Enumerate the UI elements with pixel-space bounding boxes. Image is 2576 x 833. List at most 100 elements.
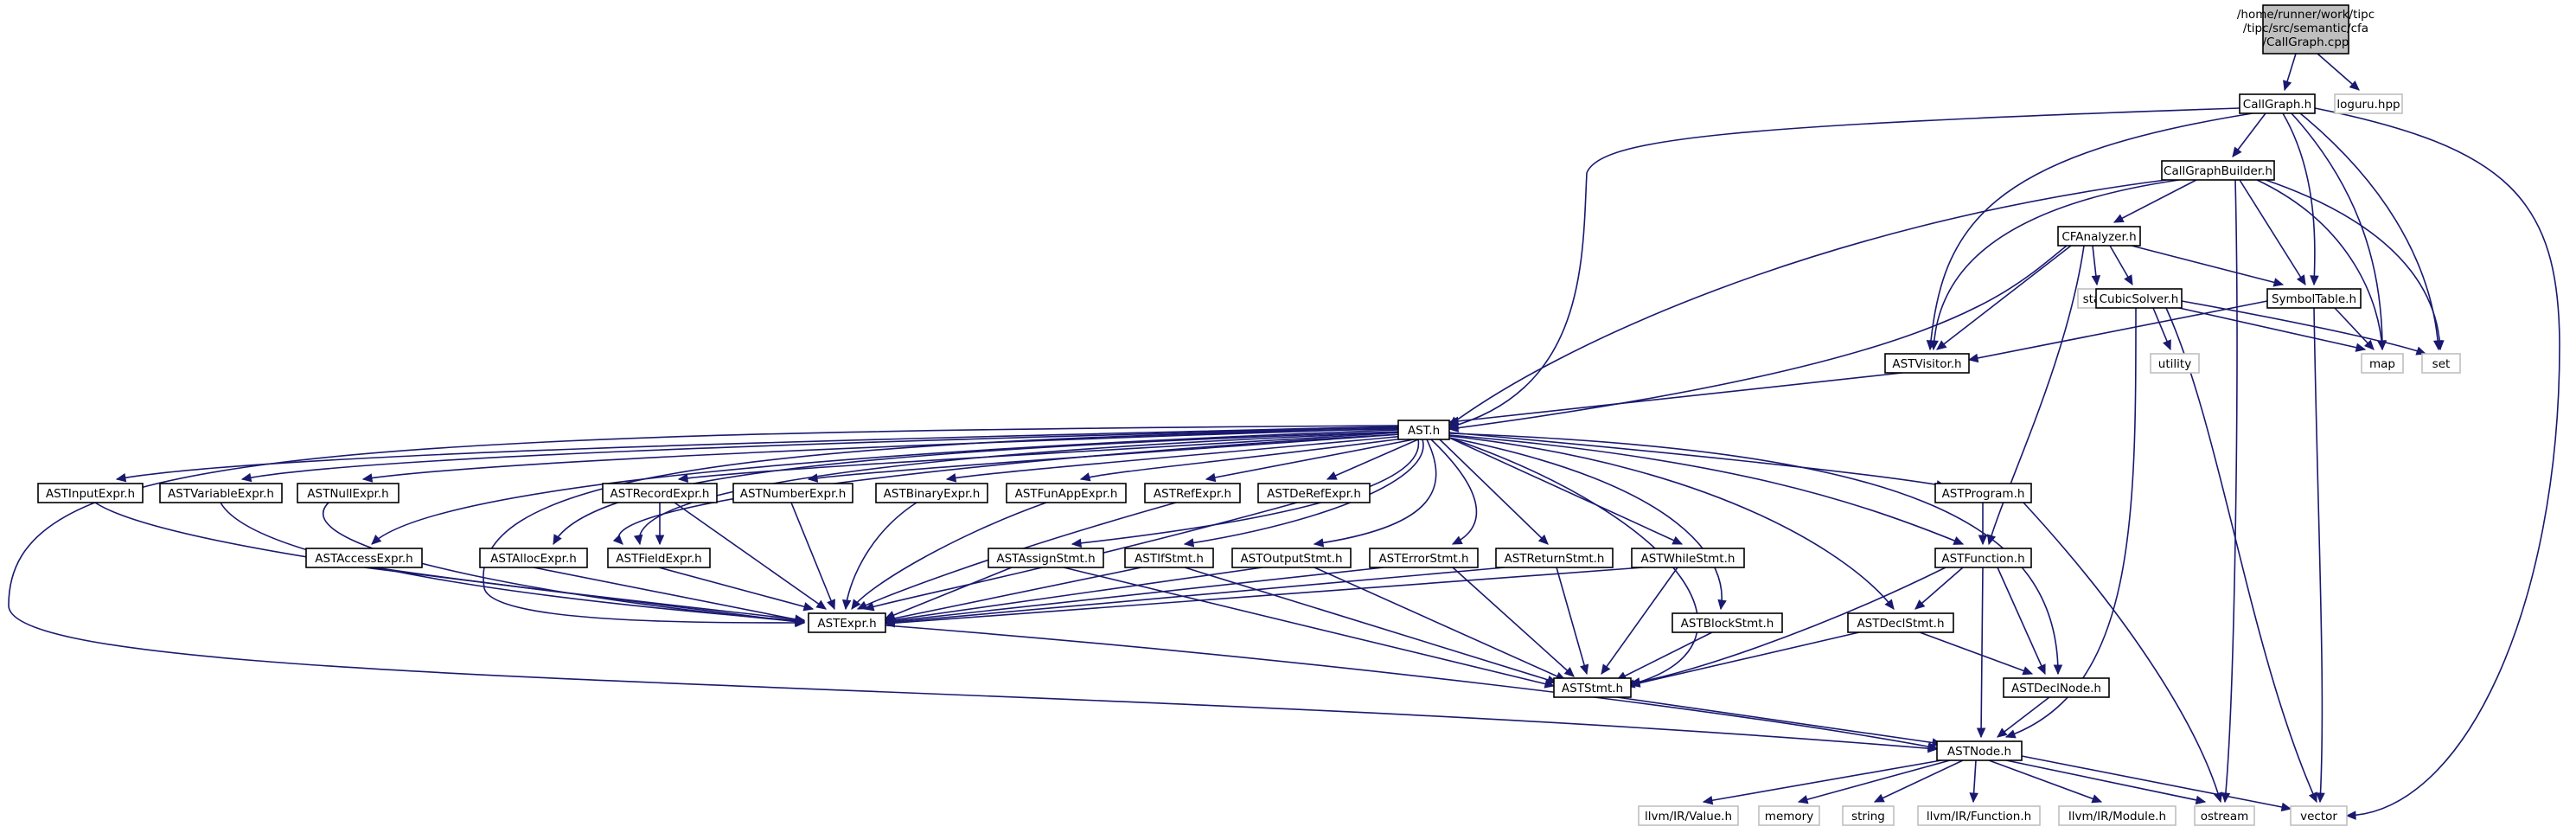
edge-assign-astexpr	[885, 567, 1013, 619]
node-astassignstmt-h[interactable]: ASTAssignStmt.h	[988, 548, 1104, 568]
svg-text:ASTBinaryExpr.h: ASTBinaryExpr.h	[884, 487, 981, 501]
edge-record-astexpr-arrowhead	[815, 599, 827, 610]
root-line-2: /tipc/src/semantic/cfa	[2243, 22, 2368, 35]
node-callgraphbuilder-h[interactable]: CallGraphBuilder.h	[2161, 160, 2275, 181]
node-astallocexpr-h[interactable]: ASTAllocExpr.h	[479, 548, 588, 568]
edge-ast-aststmt	[1448, 437, 1699, 687]
svg-text:map: map	[2369, 357, 2395, 371]
edge-ast-derefexpr	[1326, 439, 1419, 480]
edge-declstmt-declnode-arrowhead	[2022, 666, 2034, 676]
node-astifstmt-h[interactable]: ASTIfStmt.h	[1124, 548, 1214, 568]
node-callgraph-cpp[interactable]: /home/runner/work/tipc /tipc/src/semanti…	[2237, 4, 2375, 54]
edge-symbol-astvisitor-arrowhead	[1967, 353, 1979, 363]
edge-astnode-ostream-arrowhead	[2195, 795, 2207, 805]
edge-cfa-astvisitor-arrowhead	[1936, 340, 1947, 350]
edge-cfa-ast-arrowhead	[1448, 423, 1460, 433]
edge-astnode-llvmvalue	[1703, 759, 1942, 803]
node-astdeclnode-h[interactable]: ASTDeclNode.h	[2003, 677, 2110, 698]
node-llvm-function-h[interactable]: llvm/IR/Function.h	[1917, 805, 2041, 826]
edge-ast-allocexpr	[553, 431, 1399, 545]
node-llvm-value-h[interactable]: llvm/IR/Value.h	[1638, 805, 1739, 826]
svg-text:ASTNumberExpr.h: ASTNumberExpr.h	[740, 487, 847, 501]
node-vector[interactable]: vector	[2290, 805, 2348, 826]
edge-ast-accessexpr-arrowhead	[371, 535, 382, 545]
node-callgraph-h[interactable]: CallGraph.h	[2239, 93, 2316, 114]
node-astrefexpr-h[interactable]: ASTRefExpr.h	[1144, 483, 1241, 503]
node-astrecordexpr-h[interactable]: ASTRecordExpr.h	[602, 483, 718, 503]
node-astblockstmt-h[interactable]: ASTBlockStmt.h	[1672, 612, 1783, 633]
svg-text:ostream: ostream	[2201, 810, 2249, 823]
edge-error-aststmt	[1452, 567, 1575, 677]
node-aststmt-h[interactable]: ASTStmt.h	[1553, 677, 1632, 698]
edge-decl-aststmt	[1630, 631, 1860, 686]
edge-null-astexpr	[322, 502, 805, 623]
svg-text:ASTNullExpr.h: ASTNullExpr.h	[307, 487, 388, 501]
node-set[interactable]: set	[2421, 353, 2461, 374]
node-astoutputstmt-h[interactable]: ASTOutputStmt.h	[1231, 548, 1352, 568]
edge-function-declstmt-arrowhead	[1914, 599, 1926, 610]
node-astfunappexpr-h[interactable]: ASTFunAppExpr.h	[1006, 483, 1127, 503]
node-memory[interactable]: memory	[1758, 805, 1820, 826]
node-astvisitor-h[interactable]: ASTVisitor.h	[1884, 353, 1970, 374]
node-loguru-hpp[interactable]: loguru.hpp	[2334, 93, 2403, 114]
edge-cubic-map	[2178, 307, 2366, 350]
svg-text:ASTDeclNode.h: ASTDeclNode.h	[2011, 682, 2101, 695]
node-cubicsolver-h[interactable]: CubicSolver.h	[2095, 288, 2183, 309]
edge-declnode-astnode	[1997, 696, 2050, 738]
edge-record-astexpr	[674, 502, 827, 610]
node-map[interactable]: map	[2361, 353, 2404, 374]
edge-error-astexpr	[885, 567, 1384, 623]
node-astexpr-h[interactable]: ASTExpr.h	[808, 612, 886, 633]
svg-text:ASTWhileStmt.h: ASTWhileStmt.h	[1641, 552, 1735, 566]
edge-return-astexpr	[885, 567, 1505, 624]
svg-text:ASTVisitor.h: ASTVisitor.h	[1892, 357, 1961, 371]
edge-builder-map	[2256, 179, 2383, 350]
node-ast-h[interactable]: AST.h	[1397, 420, 1450, 440]
node-symboltable-h[interactable]: SymbolTable.h	[2266, 288, 2362, 309]
edge-ast-accessexpr	[371, 429, 1399, 545]
edge-astnode-string	[1874, 759, 1964, 803]
node-astbinaryexpr-h[interactable]: ASTBinaryExpr.h	[875, 483, 988, 503]
node-astaccessexpr-h[interactable]: ASTAccessExpr.h	[305, 548, 423, 568]
graph-nodes: /home/runner/work/tipc /tipc/src/semanti…	[37, 4, 2461, 826]
edge-builder-cfanalyzer	[2113, 179, 2197, 223]
node-string[interactable]: string	[1842, 805, 1895, 826]
edge-function-astnode	[1980, 567, 1984, 738]
edge-function-declstmt	[1914, 567, 1964, 610]
node-cfanalyzer-h[interactable]: CFAnalyzer.h	[2057, 226, 2141, 247]
edge-ast-variableexpr-arrowhead	[240, 472, 252, 483]
node-astnumberexpr-h[interactable]: ASTNumberExpr.h	[732, 483, 853, 503]
node-astnode-h[interactable]: ASTNode.h	[1936, 740, 2023, 761]
node-astdeclstmt-h[interactable]: ASTDeclStmt.h	[1847, 612, 1954, 633]
node-astderefexpr-h[interactable]: ASTDeRefExpr.h	[1257, 483, 1371, 503]
node-utility[interactable]: utility	[2150, 353, 2200, 374]
edge-ast-inputexpr-arrowhead	[115, 473, 127, 483]
edge-builder-symbol	[2239, 179, 2306, 285]
node-astwhilestmt-h[interactable]: ASTWhileStmt.h	[1631, 548, 1745, 568]
edge-symbol-vector-arrowhead	[2316, 792, 2325, 804]
edge-ast-output-arrowhead	[1313, 538, 1325, 548]
edge-ast-nullexpr	[362, 427, 1399, 480]
node-astprogram-h[interactable]: ASTProgram.h	[1934, 483, 2032, 503]
edge-ast-assign-arrowhead	[1071, 538, 1083, 548]
node-asterrorstmt-h[interactable]: ASTErrorStmt.h	[1369, 548, 1479, 568]
node-astfieldexpr-h[interactable]: ASTFieldExpr.h	[607, 548, 711, 568]
edge-ast-refexpr	[1205, 439, 1415, 480]
node-astreturnstmt-h[interactable]: ASTReturnStmt.h	[1495, 548, 1614, 568]
node-astnullexpr-h[interactable]: ASTNullExpr.h	[297, 483, 400, 503]
node-astinputexpr-h[interactable]: ASTInputExpr.h	[37, 483, 144, 503]
edge-number-astexpr	[790, 502, 835, 610]
edge-root-loguru-arrowhead	[2349, 80, 2360, 91]
svg-text:ASTNode.h: ASTNode.h	[1947, 745, 2011, 759]
svg-text:ASTInputExpr.h: ASTInputExpr.h	[46, 487, 135, 501]
edge-input-astexpr	[94, 502, 805, 621]
node-ostream[interactable]: ostream	[2194, 805, 2255, 826]
svg-text:CFAnalyzer.h: CFAnalyzer.h	[2061, 230, 2136, 244]
edge-builder-cfanalyzer-arrowhead	[2113, 214, 2125, 223]
node-astvariableexpr-h[interactable]: ASTVariableExpr.h	[159, 483, 283, 503]
node-llvm-module-h[interactable]: llvm/IR/Module.h	[2058, 805, 2176, 826]
edge-ast-variableexpr	[241, 426, 1399, 480]
edge-ast-numberexpr	[808, 433, 1402, 480]
edge-ast-astexpr	[483, 428, 1399, 624]
node-astfunction-h[interactable]: ASTFunction.h	[1934, 548, 2032, 568]
